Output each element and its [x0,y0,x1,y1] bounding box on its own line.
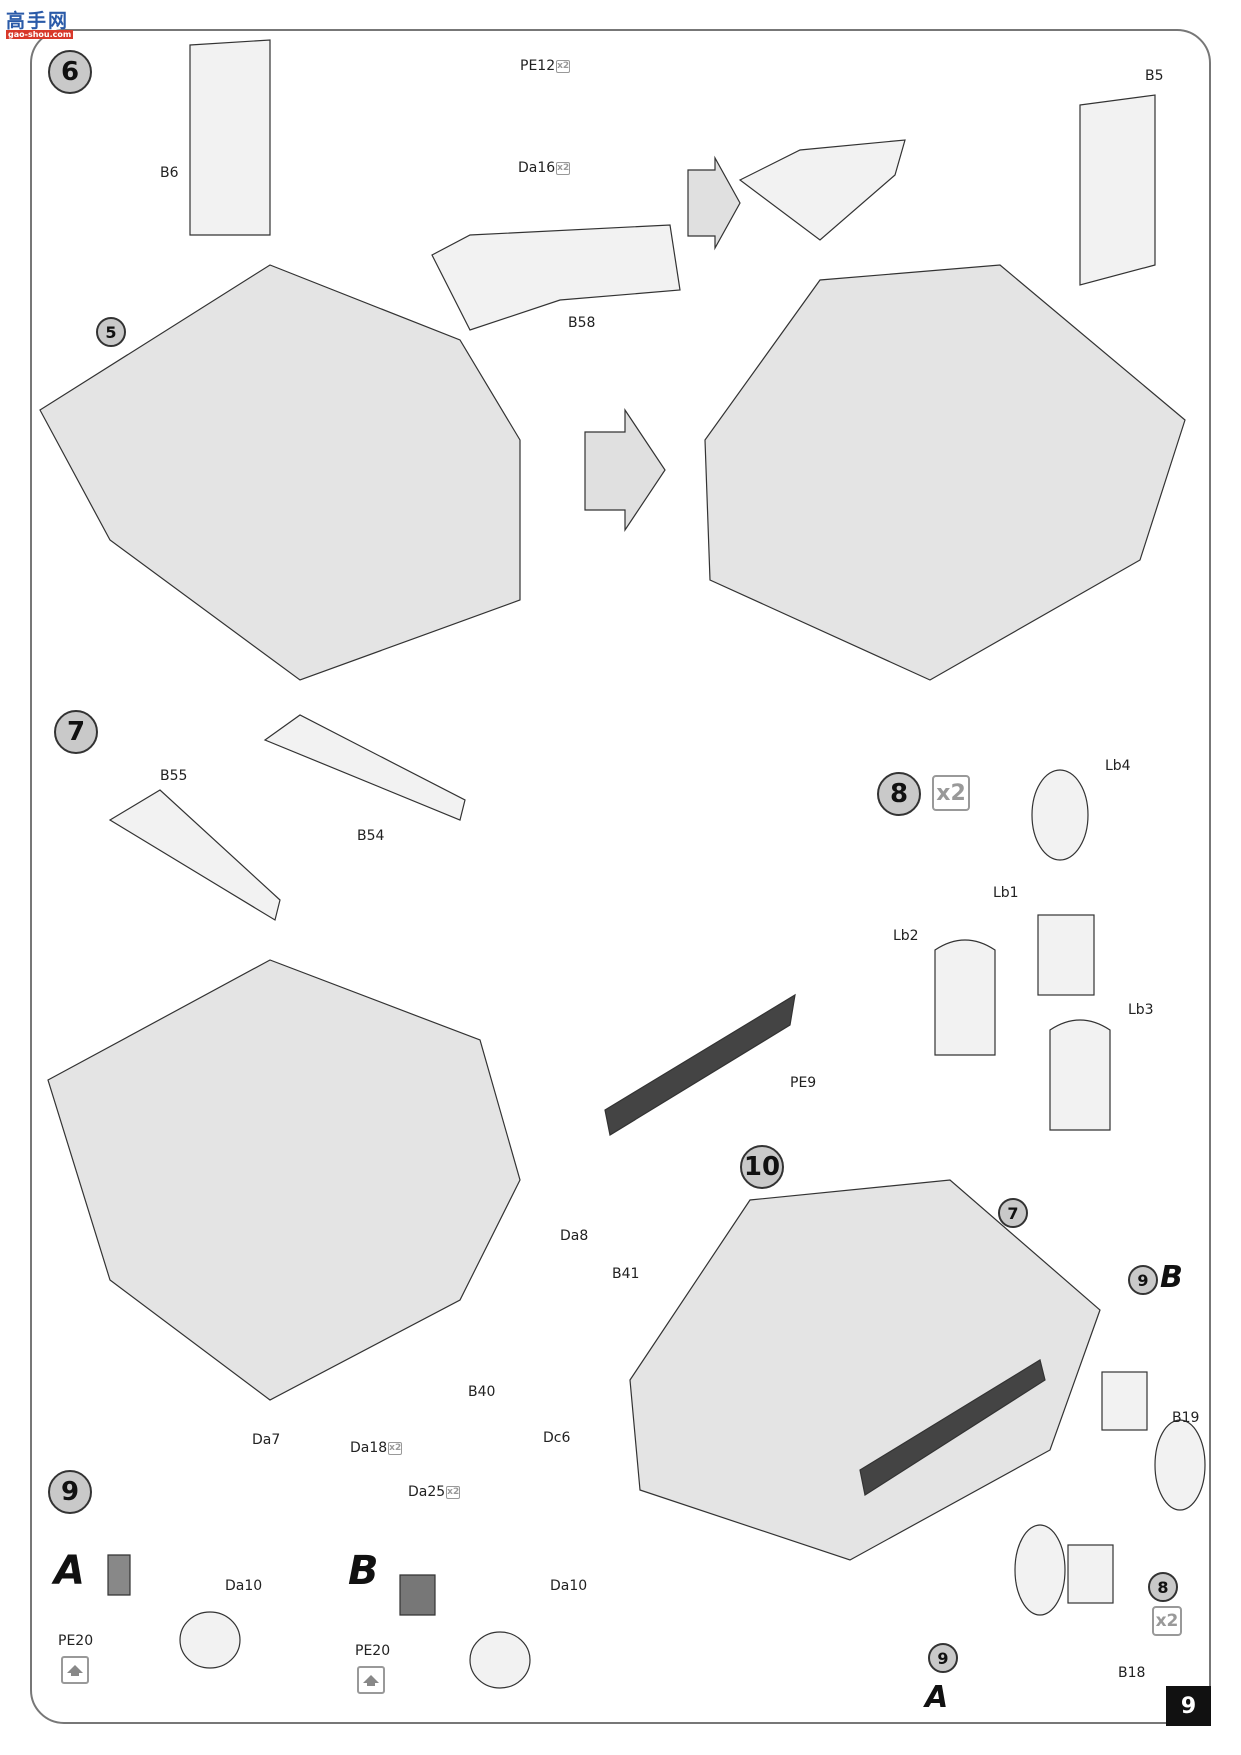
label-b6: B6 [160,165,179,181]
label-pe12-text: PE12 [520,58,556,74]
b55-part [108,789,281,921]
step-9a-ref: 9 [928,1643,958,1673]
label-lb4: Lb4 [1105,758,1131,774]
b58-part [431,224,681,331]
label-lb3: Lb3 [1128,1002,1154,1018]
label-lb1: Lb1 [993,885,1019,901]
lb3-part [1049,1019,1111,1131]
watermark-text: 高手网 [6,10,70,32]
step-8-ref: 8 [1148,1572,1178,1602]
hull-step6-right [704,264,1186,681]
b6-plate [189,39,271,236]
variant-a-letter: A [54,1548,85,1594]
page-border [30,29,1211,1724]
hull-step6-left [39,264,521,681]
step-10-badge: 10 [740,1145,784,1189]
step-5-ref: 5 [96,317,126,347]
qty-badge: x2 [446,1485,461,1499]
label-b19: B19 [1172,1410,1200,1426]
page-number: 9 [1166,1686,1211,1726]
b5-plate [1079,94,1156,286]
air-filter-upper [1154,1419,1206,1511]
qty-badge: x2 [388,1441,403,1455]
label-da18-text: Da18 [350,1440,388,1456]
step-9-badge: 9 [48,1470,92,1514]
step-8-qty: x2 [932,775,970,811]
qty-badge: x2 [556,59,571,73]
lb1-part [1037,914,1095,996]
qty-badge: x2 [556,161,571,175]
bend-up-icon [357,1666,385,1694]
b54-part [263,714,466,821]
label-pe20-a: PE20 [58,1633,94,1649]
step-9a-letter: A [925,1680,949,1715]
label-lb2: Lb2 [893,928,919,944]
step-7-badge: 7 [54,710,98,754]
label-b5: B5 [1145,68,1164,84]
label-da7: Da7 [252,1432,281,1448]
arrow-right-large [584,408,666,532]
hull-step10 [629,1179,1101,1561]
lb2-part [934,939,996,1056]
b58-installed [738,139,906,241]
label-b54: B54 [357,828,385,844]
label-pe20-b: PE20 [355,1643,391,1659]
pe20-bracket-a [107,1554,131,1596]
lb4-part [1031,769,1089,861]
step-8-badge: 8 [877,772,921,816]
label-pe9: PE9 [790,1075,817,1091]
watermark-url: gao-shou.com [6,30,74,39]
label-da8: Da8 [560,1228,589,1244]
variant-b-letter: B [348,1548,379,1594]
da10-lamp-a [179,1611,241,1669]
label-da25-text: Da25 [408,1484,446,1500]
da10-lamp-b [469,1631,531,1689]
step-8-ref-qty: x2 [1152,1606,1182,1636]
arrow-right-small [687,155,741,251]
step-6-badge: 6 [48,50,92,94]
label-da10-b: Da10 [550,1578,588,1594]
label-dc6: Dc6 [543,1430,571,1446]
air-filter-lower [1014,1524,1066,1616]
label-da10-a: Da10 [225,1578,263,1594]
pe9-installed [859,1359,1046,1496]
label-b58: B58 [568,315,596,331]
pe20-bracket-b [399,1574,436,1616]
bend-up-icon [61,1656,89,1684]
step-9b-ref: 9 [1128,1265,1158,1295]
watermark-logo: 高手网 gao-shou.com [6,6,74,39]
step-9b-letter: B [1160,1260,1183,1295]
label-b18: B18 [1118,1665,1146,1681]
label-b40: B40 [468,1384,496,1400]
hull-step7 [47,959,521,1401]
b18-part [1067,1544,1114,1604]
label-b55: B55 [160,768,188,784]
label-da16-text: Da16 [518,160,556,176]
label-b41: B41 [612,1266,640,1282]
pe9-mesh [604,993,796,1136]
b19-part [1101,1371,1148,1431]
step-7-ref: 7 [998,1198,1028,1228]
